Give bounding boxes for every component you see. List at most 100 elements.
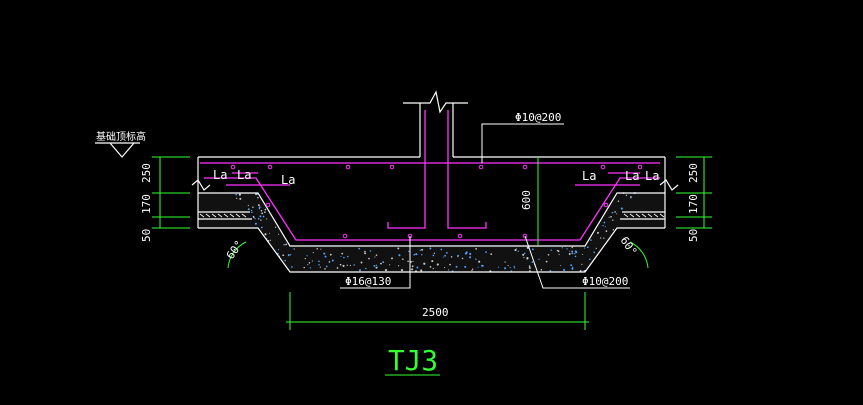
concrete-dot [287, 253, 290, 256]
concrete-dot [285, 243, 288, 245]
concrete-dot [251, 211, 253, 214]
concrete-dot [260, 219, 262, 221]
concrete-dot [284, 259, 286, 262]
concrete-dot [569, 250, 571, 252]
concrete-dot [433, 252, 436, 254]
concrete-dot [571, 252, 574, 255]
concrete-dot [349, 264, 351, 267]
concrete-dot [318, 260, 320, 263]
concrete-dot [342, 264, 345, 267]
concrete-dot [597, 231, 599, 234]
concrete-dot [515, 248, 517, 250]
concrete-dot [274, 226, 277, 228]
concrete-dot [278, 233, 280, 235]
concrete-dot [397, 247, 400, 250]
concrete-fill [198, 191, 665, 273]
concrete-dot [343, 256, 345, 259]
concrete-dot [431, 260, 434, 263]
width-dimension-label: 2500 [422, 306, 449, 319]
concrete-dot [318, 263, 320, 266]
concrete-dot [504, 261, 506, 263]
concrete-dot [612, 228, 615, 231]
concrete-dot [284, 243, 286, 246]
concrete-dot [625, 194, 628, 196]
concrete-dot [303, 266, 305, 269]
concrete-dot [384, 269, 388, 272]
concrete-dot [455, 265, 458, 268]
concrete-dot [336, 267, 339, 269]
elevation-note-label: 基础顶标高 [96, 130, 146, 143]
concrete-dot [526, 246, 529, 249]
concrete-dot [398, 265, 400, 267]
concrete-dot [572, 266, 574, 268]
concrete-dot [574, 252, 576, 255]
rebar-lines [200, 110, 660, 241]
concrete-dot [364, 250, 366, 253]
concrete-dot [328, 261, 331, 263]
concrete-dot [614, 211, 616, 213]
concrete-dot [340, 255, 342, 257]
concrete-dot [497, 266, 500, 268]
concrete-dot [507, 265, 509, 267]
concrete-dot [252, 215, 255, 218]
concrete-dot [325, 265, 328, 268]
concrete-dot [320, 248, 322, 250]
soil-hatch [199, 213, 665, 218]
concrete-dot [602, 224, 604, 227]
concrete-dot [432, 268, 434, 270]
concrete-dot [457, 254, 460, 257]
concrete-dot [608, 216, 610, 218]
concrete-dot [471, 269, 473, 272]
la-label-3: La [281, 173, 295, 187]
concrete-dot [444, 266, 446, 269]
concrete-dot [407, 260, 409, 262]
concrete-dot [411, 265, 414, 268]
concrete-dot [620, 207, 623, 210]
dim-right-50: 50 [687, 229, 700, 242]
concrete-dot [264, 233, 267, 236]
concrete-dot [247, 204, 249, 207]
concrete-dot [522, 253, 525, 256]
concrete-dot [423, 262, 426, 265]
concrete-dot [259, 215, 262, 218]
leader-lines [340, 123, 630, 289]
concrete-dot [477, 266, 479, 268]
concrete-dot [261, 226, 263, 229]
concrete-dot [283, 244, 285, 246]
concrete-dot [235, 193, 238, 196]
concrete-dot [382, 261, 385, 264]
concrete-dot [268, 232, 271, 234]
concrete-dot [566, 248, 568, 250]
concrete-dot [360, 261, 363, 264]
concrete-dot [590, 239, 592, 241]
concrete-dot [400, 269, 404, 272]
concrete-dot [359, 269, 361, 272]
concrete-dot [331, 259, 334, 262]
concrete-dot [560, 265, 562, 267]
concrete-dot [282, 254, 284, 257]
concrete-dot [319, 266, 321, 268]
concrete-dot [293, 248, 295, 250]
concrete-dot [611, 211, 614, 214]
concrete-dot [311, 260, 313, 262]
concrete-dot [593, 251, 596, 254]
concrete-dot [358, 247, 361, 250]
concrete-dot [523, 252, 526, 255]
concrete-dot [450, 256, 453, 258]
concrete-dot [368, 257, 370, 260]
concrete-dot [446, 252, 448, 254]
concrete-dot [419, 249, 421, 251]
concrete-dot [557, 250, 560, 253]
dim-left-170: 170 [140, 194, 153, 214]
rebar-dots [230, 164, 643, 239]
concrete-dot [528, 265, 531, 267]
concrete-dot [583, 247, 586, 249]
concrete-dot [408, 250, 410, 253]
concrete-dot [529, 270, 531, 272]
rebar-bottom-main-label: Φ16@130 [345, 275, 391, 288]
rebar-bottom-right-label: Φ10@200 [582, 275, 628, 288]
concrete-dot [412, 260, 414, 262]
concrete-dot [481, 264, 484, 267]
concrete-dot [509, 266, 511, 269]
concrete-dot [561, 247, 563, 249]
